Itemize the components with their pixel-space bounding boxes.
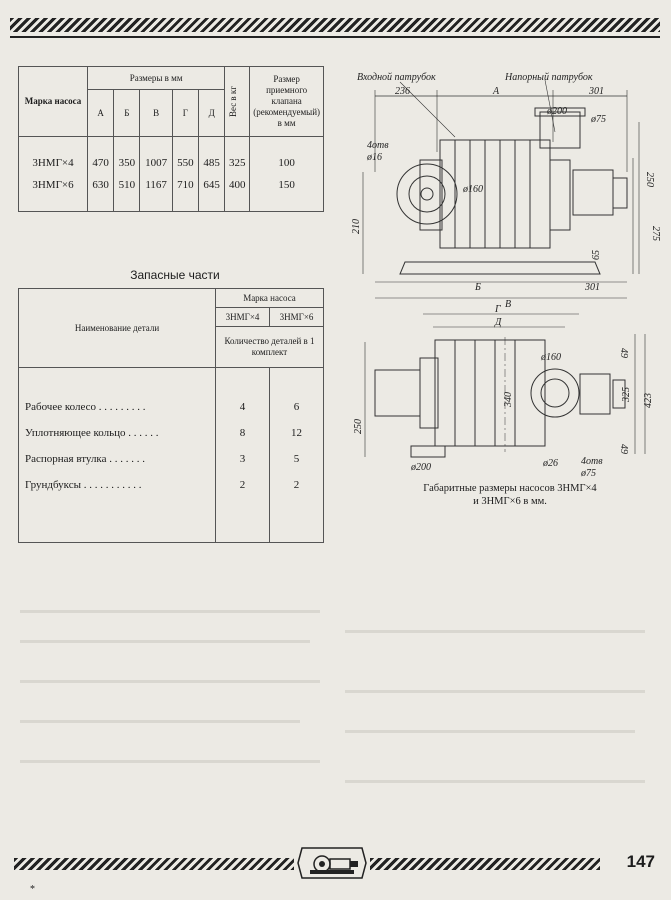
dim-301-top: 301: [588, 86, 604, 97]
col-g: Г: [171, 89, 200, 137]
table-row: Рабочее колесо . . . . . . . . . 4 6: [18, 394, 324, 420]
dim-d: Д: [494, 317, 502, 328]
table-row: 3НМГ×6 630 510 1167 710 645 400 150: [18, 177, 324, 212]
dim-v: В: [505, 299, 511, 310]
bleed-through-line: [20, 640, 310, 643]
col-valve: Размер приемного клапана (рекомендуемый)…: [249, 66, 324, 137]
dim-phi75: ø75: [590, 114, 606, 125]
col-brand-1: 3НМГ×4: [215, 307, 270, 327]
col-v: В: [139, 89, 173, 137]
col-brand-2: 3НМГ×6: [269, 307, 324, 327]
col-weight: Вес в кг: [224, 66, 251, 137]
figure-caption: Габаритные размеры насосов 3НМГ×4 и 3НМГ…: [360, 482, 660, 508]
table-row: Грундбуксы . . . . . . . . . . . 2 2: [18, 472, 324, 498]
dim-250: 250: [644, 172, 655, 187]
dim-phi200-bottom: ø200: [410, 462, 431, 473]
dim-phi200: ø200: [546, 106, 567, 117]
label-outlet: Напорный патрубок: [504, 72, 593, 83]
col-a: А: [86, 89, 115, 137]
pump-emblem-icon: [297, 847, 367, 879]
top-rule: [10, 36, 660, 38]
dim-325: 325: [621, 387, 632, 403]
pump-dimension-drawing: Входной патрубок Напорный патрубок 236 А…: [351, 72, 661, 479]
dim-49-bottom: 49: [618, 444, 629, 454]
bottom-band-right: [370, 858, 600, 870]
dim-65: 65: [591, 250, 602, 260]
caption-line-2: и 3НМГ×6 в мм.: [473, 496, 547, 507]
caption-line-1: Габаритные размеры насосов 3НМГ×4: [423, 483, 597, 494]
dim-423: 423: [643, 393, 654, 408]
margin-mark: *: [30, 884, 35, 895]
dim-phi160: ø160: [462, 184, 483, 195]
dim-49-top: 49: [618, 348, 629, 358]
dim-phi26: ø26: [542, 458, 558, 469]
bleed-through-line: [20, 760, 320, 763]
dim-phi16: ø16: [366, 152, 382, 163]
bleed-through-line: [20, 610, 320, 613]
dim-210: 210: [351, 219, 362, 234]
spare-parts-table: Наименование детали Марка насоса 3НМГ×4 …: [18, 288, 324, 543]
col-brand-group: Марка насоса: [215, 288, 324, 308]
table-row: Распорная втулка . . . . . . . 3 5: [18, 446, 324, 472]
col-brand: Марка насоса: [18, 66, 88, 137]
col-d: Д: [198, 89, 226, 137]
dim-phi75-bottom: ø75: [580, 468, 596, 479]
dim-g: Г: [494, 304, 501, 315]
dim-301-bottom: 301: [584, 282, 600, 293]
col-part-name: Наименование детали: [18, 288, 216, 368]
bleed-through-line: [345, 780, 645, 783]
col-b: Б: [113, 89, 141, 137]
dim-340: 340: [503, 392, 514, 408]
label-inlet: Входной патрубок: [357, 72, 436, 83]
pump-dimensions-table: Марка насоса Размеры в мм Вес в кг Разме…: [18, 66, 324, 212]
dim-236: 236: [395, 86, 410, 97]
dim-275: 275: [650, 226, 661, 241]
bleed-through-line: [345, 630, 645, 633]
dim-a: А: [492, 86, 500, 97]
col-quantity: Количество деталей в 1 комплект: [215, 326, 324, 368]
bleed-through-line: [345, 730, 635, 733]
dim-b: Б: [474, 282, 481, 293]
bleed-through-line: [20, 680, 320, 683]
table-row: Уплотняющее кольцо . . . . . . 8 12: [18, 420, 324, 446]
col-sizes: Размеры в мм: [86, 66, 226, 90]
label-4-holes-bottom: 4отв: [581, 456, 603, 467]
dim-phi160-bottom: ø160: [540, 352, 561, 363]
bleed-through-line: [345, 690, 645, 693]
page-number: 147: [626, 852, 655, 871]
top-decorative-band: [10, 18, 660, 32]
dim-250-bottom: 250: [353, 419, 364, 434]
table-row: 3НМГ×4 470 350 1007 550 485 325 100: [18, 149, 324, 177]
spare-parts-title: Запасные части: [130, 268, 220, 282]
bottom-band-left: [14, 858, 294, 870]
label-4-holes: 4отв: [367, 140, 389, 151]
bleed-through-line: [20, 720, 300, 723]
